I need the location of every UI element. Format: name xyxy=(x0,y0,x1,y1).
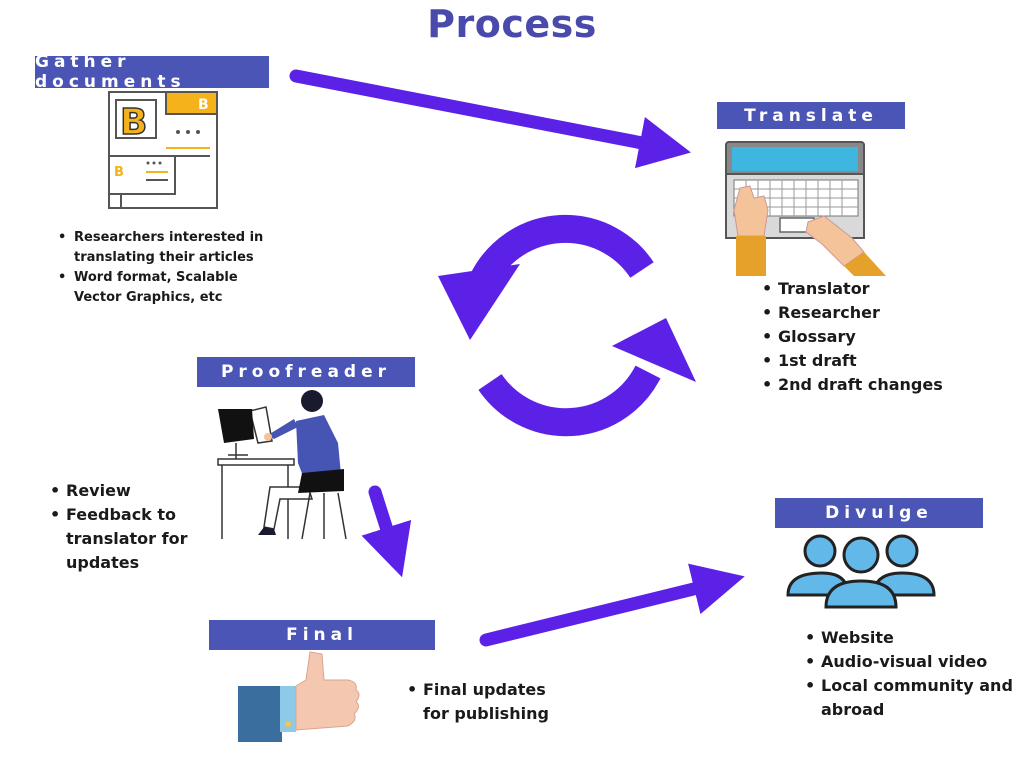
page-title: Process xyxy=(427,2,597,46)
divulge-label: Divulge xyxy=(775,498,983,528)
laptop-typing-icon xyxy=(724,140,888,282)
documents-icon: B B B xyxy=(106,90,222,216)
list-item: Feedback to translator for updates xyxy=(48,503,198,575)
proofreader-bullets: Review Feedback to translator for update… xyxy=(48,479,198,575)
proofreader-label: Proofreader xyxy=(197,357,415,387)
list-item: Researcher xyxy=(760,301,960,325)
list-item: Glossary xyxy=(760,325,960,349)
list-item: Review xyxy=(48,479,198,503)
gather-bullets: Researchers interested in translating th… xyxy=(56,228,286,308)
person-at-computer-icon xyxy=(214,387,354,543)
divulge-bullets: Website Audio-visual video Local communi… xyxy=(803,626,1018,722)
list-item: Final updates for publishing xyxy=(405,678,565,726)
list-item: Translator xyxy=(760,277,960,301)
list-item: Website xyxy=(803,626,1018,650)
final-bullets: Final updates for publishing xyxy=(405,678,565,726)
list-item: 1st draft xyxy=(760,349,960,373)
gather-documents-label: Gather documents xyxy=(35,52,269,92)
people-group-icon xyxy=(786,533,936,615)
list-item: Audio-visual video xyxy=(803,650,1018,674)
translate-label: Translate xyxy=(717,102,905,129)
list-item: Word format, Scalable Vector Graphics, e… xyxy=(56,268,286,308)
final-label: Final xyxy=(209,620,435,650)
list-item: Local community and abroad xyxy=(803,674,1018,722)
thumbs-up-icon xyxy=(236,650,364,750)
refresh-cycle-icon xyxy=(438,214,696,437)
svg-text:B: B xyxy=(198,97,209,113)
arrow-gather-to-translate xyxy=(289,69,691,169)
svg-text:B: B xyxy=(114,165,124,180)
arrow-proofreader-to-final xyxy=(361,485,412,578)
list-item: Researchers interested in translating th… xyxy=(56,228,286,268)
translate-bullets: Translator Researcher Glossary 1st draft… xyxy=(760,277,960,397)
list-item: 2nd draft changes xyxy=(760,373,960,397)
svg-text:B: B xyxy=(120,102,147,143)
arrow-final-to-divulge xyxy=(479,563,745,647)
